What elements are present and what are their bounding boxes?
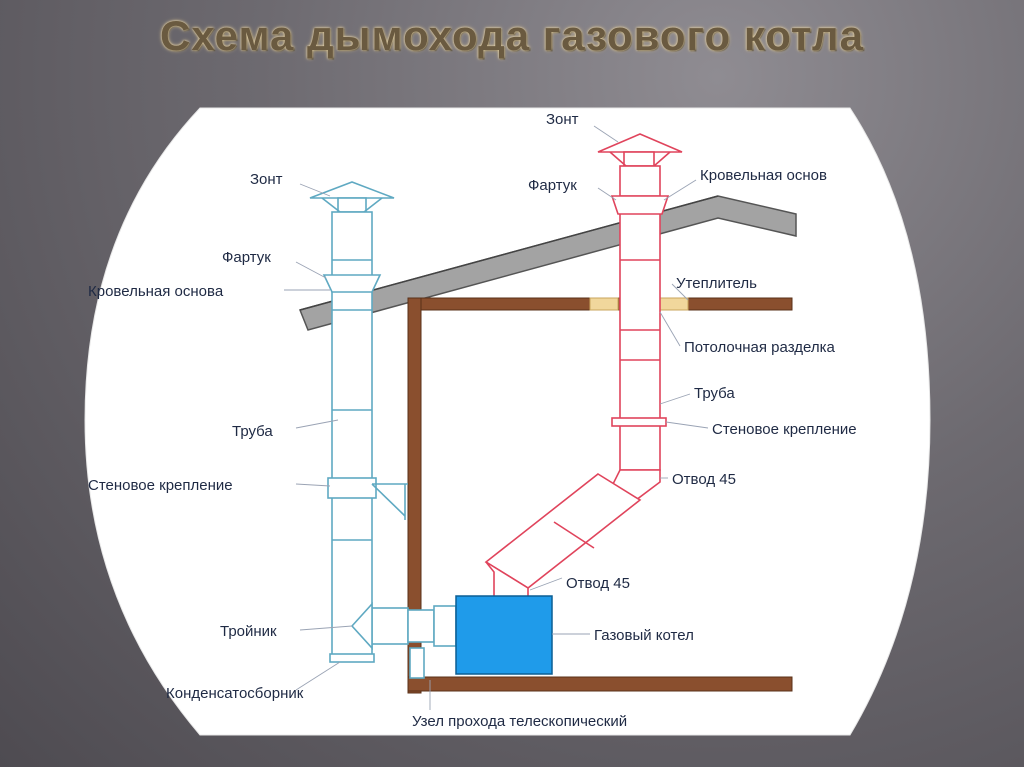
label-left-stenovoe: Стеновое крепление — [88, 477, 233, 494]
label-right-zont: Зонт — [546, 111, 579, 128]
left-zont — [309, 181, 395, 213]
left-troynik — [350, 601, 409, 651]
right-fartuk — [610, 195, 670, 215]
label-left-troynik: Тройник — [220, 623, 277, 640]
left-condensate-collector — [329, 653, 375, 663]
right-chimney — [484, 133, 683, 599]
left-wall-bracket — [327, 477, 408, 520]
label-uzel: Узел прохода телескопический — [412, 713, 627, 730]
ceiling-insulation — [589, 297, 689, 311]
right-zont — [597, 133, 683, 167]
label-kotel: Газовый котел — [594, 627, 694, 644]
label-left-krovelnaya: Кровельная основа — [88, 283, 224, 300]
left-fartuk — [322, 274, 382, 293]
label-left-kondensat: Конденсатосборник — [166, 685, 304, 702]
leader-lines — [284, 125, 709, 710]
label-left-zont: Зонт — [250, 171, 283, 188]
label-uteplitel: Утеплитель — [676, 275, 757, 292]
label-otvod-lower: Отвод 45 — [566, 575, 630, 592]
label-otvod-upper: Отвод 45 — [672, 471, 736, 488]
gas-boiler — [455, 595, 553, 675]
labels: Зонт Фартук Кровельная основа Труба Стен… — [88, 111, 857, 730]
label-left-truba: Труба — [232, 423, 273, 440]
left-chimney — [309, 181, 457, 679]
label-potolochnaya: Потолочная разделка — [684, 339, 835, 356]
label-right-krovelnaya: Кровельная основ — [700, 167, 827, 184]
label-left-fartuk: Фартук — [222, 249, 271, 266]
right-wall-bracket — [611, 417, 667, 427]
label-right-stenovoe: Стеновое крепление — [712, 421, 857, 438]
label-right-truba: Труба — [694, 385, 735, 402]
slide-title: Схема дымохода газового котла — [160, 12, 864, 59]
diagram-panel — [84, 107, 931, 736]
label-right-fartuk: Фартук — [528, 177, 577, 194]
telescopic-passage — [407, 605, 457, 679]
